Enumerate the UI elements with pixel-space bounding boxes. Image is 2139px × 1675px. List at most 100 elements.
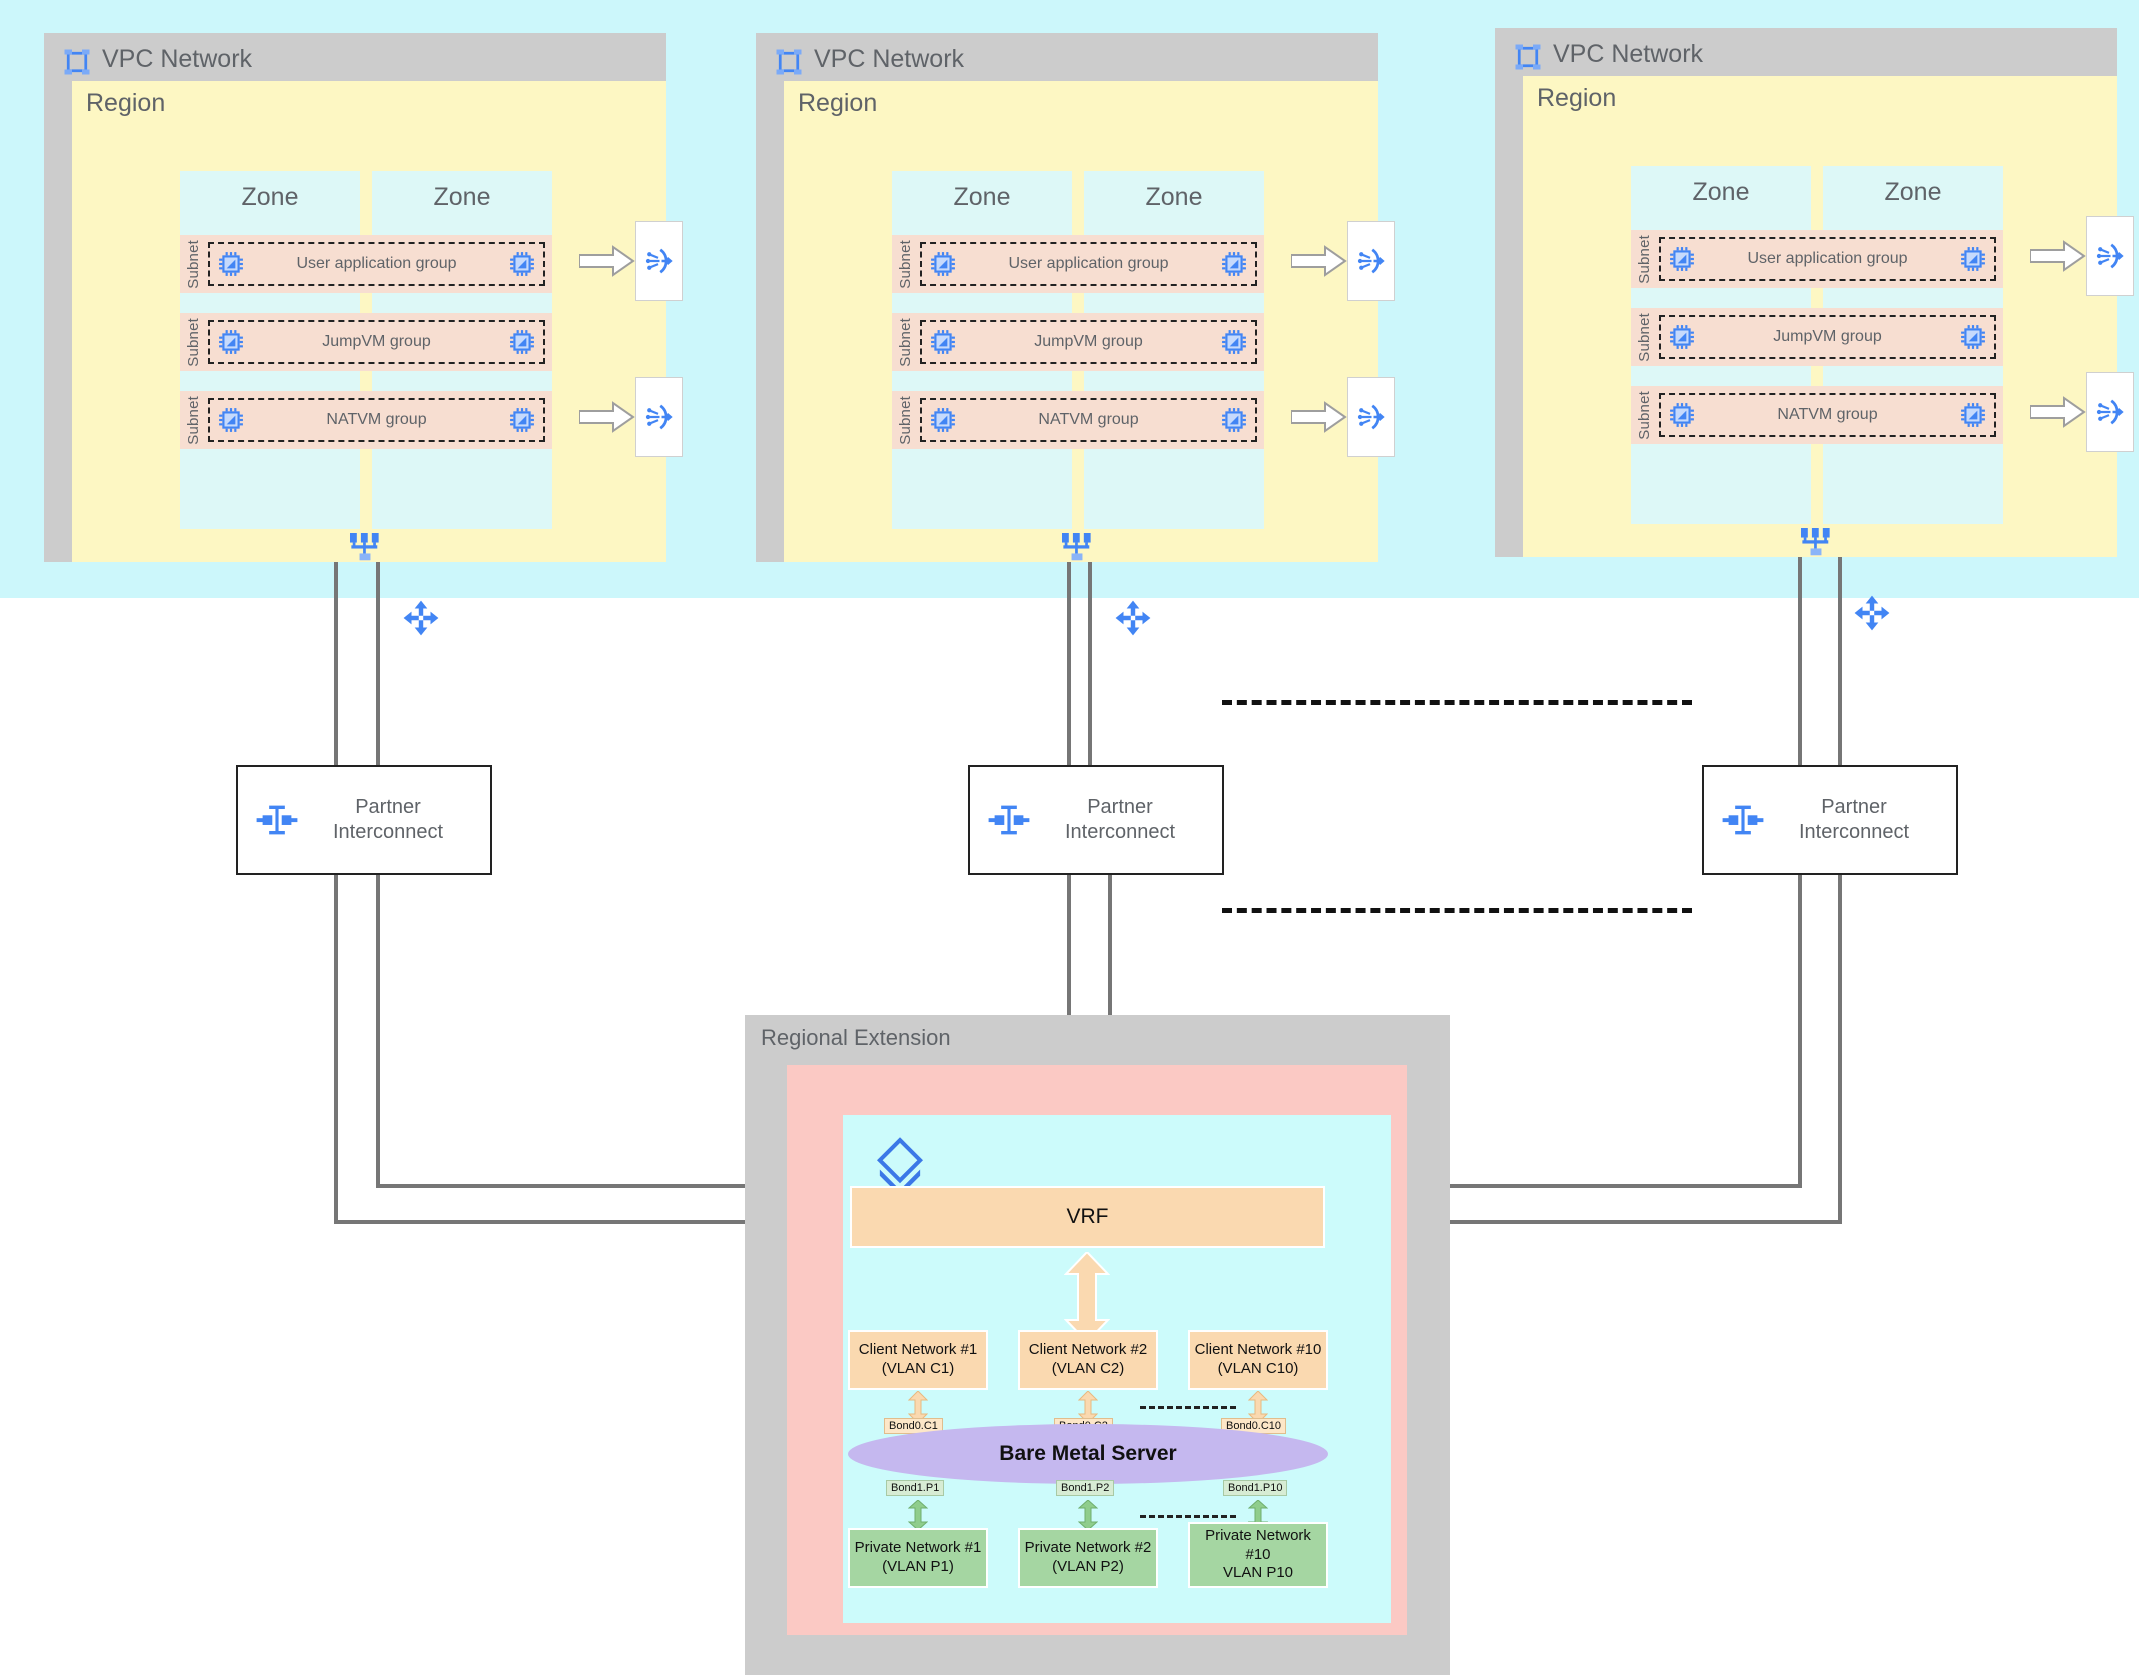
subnet-user-application[interactable]: Subnet User application group xyxy=(892,235,1264,293)
partner-interconnect-icon xyxy=(1720,803,1766,837)
partner-interconnect-label: Partner Interconnect xyxy=(300,795,490,845)
zone-title: Zone xyxy=(953,183,1011,211)
instance-group-box[interactable]: NATVM group xyxy=(920,398,1257,442)
vm-chip-icon xyxy=(1221,251,1247,277)
continuation-dots-bottom xyxy=(1222,908,1692,913)
bare-metal-server[interactable]: Bare Metal Server xyxy=(848,1424,1328,1484)
subnet-tree-icon xyxy=(1799,528,1833,558)
vm-chip-icon xyxy=(1221,329,1247,355)
vm-chip-icon xyxy=(509,407,535,433)
subnet-label: Subnet xyxy=(1636,390,1653,440)
vpc-network-2[interactable]: VPC Network Region Zone Zone Subnet User… xyxy=(756,33,1395,636)
vm-chip-icon xyxy=(930,329,956,355)
vrf[interactable]: VRF xyxy=(850,1186,1325,1248)
vpc-network-3[interactable]: VPC Network Region Zone Zone Subnet User… xyxy=(1495,28,2134,631)
cloud-nat-gateway-1[interactable] xyxy=(635,221,683,301)
vpc-network-title: VPC Network xyxy=(102,45,253,73)
instance-group-box[interactable]: User application group xyxy=(1659,237,1996,281)
private-link-arrow-1 xyxy=(908,1500,928,1530)
instance-group-label: User application group xyxy=(296,255,457,272)
vpc-network-title: VPC Network xyxy=(1553,40,1704,68)
cloud-nat-gateway-2[interactable] xyxy=(635,377,683,457)
partner-interconnect-3[interactable]: Partner Interconnect xyxy=(1702,765,1958,875)
instance-group-label: User application group xyxy=(1747,250,1908,267)
client-network-vlan: (VLAN C10) xyxy=(1217,1360,1299,1377)
partner-interconnect-label: Partner Interconnect xyxy=(1766,795,1956,845)
instance-group-box[interactable]: JumpVM group xyxy=(920,320,1257,364)
pi-line-2: Interconnect xyxy=(1798,821,1910,843)
vm-chip-icon xyxy=(218,407,244,433)
subnet-natvm[interactable]: Subnet NATVM group xyxy=(892,391,1264,449)
partner-interconnect-icon xyxy=(986,803,1032,837)
partner-interconnect-icon xyxy=(254,803,300,837)
cloud-nat-icon xyxy=(2095,241,2125,271)
subnet-jumpvm[interactable]: Subnet JumpVM group xyxy=(1631,308,2003,366)
client-network-vlan: (VLAN C1) xyxy=(881,1360,955,1377)
instance-group-box[interactable]: JumpVM group xyxy=(1659,315,1996,359)
instance-group-box[interactable]: JumpVM group xyxy=(208,320,545,364)
private-network-10[interactable]: Private Network #10 VLAN P10 xyxy=(1188,1522,1328,1588)
private-network-label: Private Network #2 (VLAN P2) xyxy=(1025,1539,1152,1577)
instance-group-box[interactable]: NATVM group xyxy=(1659,393,1996,437)
client-network-2[interactable]: Client Network #2 (VLAN C2) xyxy=(1018,1330,1158,1390)
instance-group-box[interactable]: NATVM group xyxy=(208,398,545,442)
traffic-arrow xyxy=(579,401,635,433)
vm-chip-icon xyxy=(1221,407,1247,433)
pi-line-2: Interconnect xyxy=(332,821,444,843)
client-network-label: Client Network #2 (VLAN C2) xyxy=(1029,1341,1147,1379)
cloud-nat-gateway-2[interactable] xyxy=(2086,372,2134,452)
client-continuation-dots xyxy=(1140,1406,1236,1409)
vm-chip-icon xyxy=(930,407,956,433)
vrf-to-server-arrow xyxy=(1064,1252,1110,1342)
partner-interconnect-2[interactable]: Partner Interconnect xyxy=(968,765,1224,875)
vm-chip-icon xyxy=(1669,324,1695,350)
subnet-label: Subnet xyxy=(897,395,914,445)
vm-chip-icon xyxy=(218,329,244,355)
traffic-arrow xyxy=(579,245,635,277)
subnet-natvm[interactable]: Subnet NATVM group xyxy=(180,391,552,449)
vpc-network-icon xyxy=(774,47,804,77)
subnet-label: Subnet xyxy=(185,395,202,445)
bond-tag-p10: Bond1.P10 xyxy=(1223,1480,1288,1497)
vm-chip-icon xyxy=(509,251,535,277)
subnet-tree-icon xyxy=(1060,533,1094,563)
client-network-1[interactable]: Client Network #1 (VLAN C1) xyxy=(848,1330,988,1390)
vpc-network-1[interactable]: VPC Network Region Zone Zone Subnet User… xyxy=(44,33,683,636)
subnet-user-application[interactable]: Subnet User application group xyxy=(180,235,552,293)
private-network-2[interactable]: Private Network #2 (VLAN P2) xyxy=(1018,1528,1158,1588)
traffic-arrow xyxy=(2030,240,2086,272)
instance-group-box[interactable]: User application group xyxy=(208,242,545,286)
private-network-1[interactable]: Private Network #1 (VLAN P1) xyxy=(848,1528,988,1588)
instance-group-label: NATVM group xyxy=(326,411,427,428)
vm-chip-icon xyxy=(509,329,535,355)
partner-interconnect-1[interactable]: Partner Interconnect xyxy=(236,765,492,875)
instance-group-label: JumpVM group xyxy=(1034,333,1143,350)
instance-group-label: JumpVM group xyxy=(322,333,431,350)
private-network-name: Private Network #10 xyxy=(1205,1526,1311,1563)
client-network-vlan: (VLAN C2) xyxy=(1051,1360,1125,1377)
private-network-vlan: (VLAN P2) xyxy=(1052,1558,1124,1575)
client-network-label: Client Network #10 (VLAN C10) xyxy=(1195,1341,1322,1379)
bond-tag-c1: Bond0.C1 xyxy=(884,1418,943,1435)
cloud-nat-gateway-1[interactable] xyxy=(1347,221,1395,301)
client-link-arrow-1 xyxy=(908,1391,928,1423)
cloud-nat-icon xyxy=(644,402,674,432)
private-continuation-dots xyxy=(1140,1515,1236,1518)
region-1: Region Zone Zone Subnet User application… xyxy=(72,81,666,636)
cloud-nat-gateway-2[interactable] xyxy=(1347,377,1395,457)
instance-group-box[interactable]: User application group xyxy=(920,242,1257,286)
subnet-jumpvm[interactable]: Subnet JumpVM group xyxy=(892,313,1264,371)
cloud-nat-gateway-1[interactable] xyxy=(2086,216,2134,296)
subnet-label: Subnet xyxy=(1636,312,1653,362)
client-network-10[interactable]: Client Network #10 (VLAN C10) xyxy=(1188,1330,1328,1390)
subnet-natvm[interactable]: Subnet NATVM group xyxy=(1631,386,2003,444)
subnet-user-application[interactable]: Subnet User application group xyxy=(1631,230,2003,288)
private-network-label: Private Network #10 VLAN P10 xyxy=(1192,1527,1324,1583)
regional-extension-title: Regional Extension xyxy=(761,1025,951,1050)
region-2: Region Zone Zone Subnet User application… xyxy=(784,81,1378,636)
private-link-arrow-2 xyxy=(1078,1500,1098,1530)
client-network-name: Client Network #1 xyxy=(858,1341,978,1359)
cloud-router-icon xyxy=(1853,594,1891,632)
subnet-jumpvm[interactable]: Subnet JumpVM group xyxy=(180,313,552,371)
cloud-nat-icon xyxy=(644,246,674,276)
